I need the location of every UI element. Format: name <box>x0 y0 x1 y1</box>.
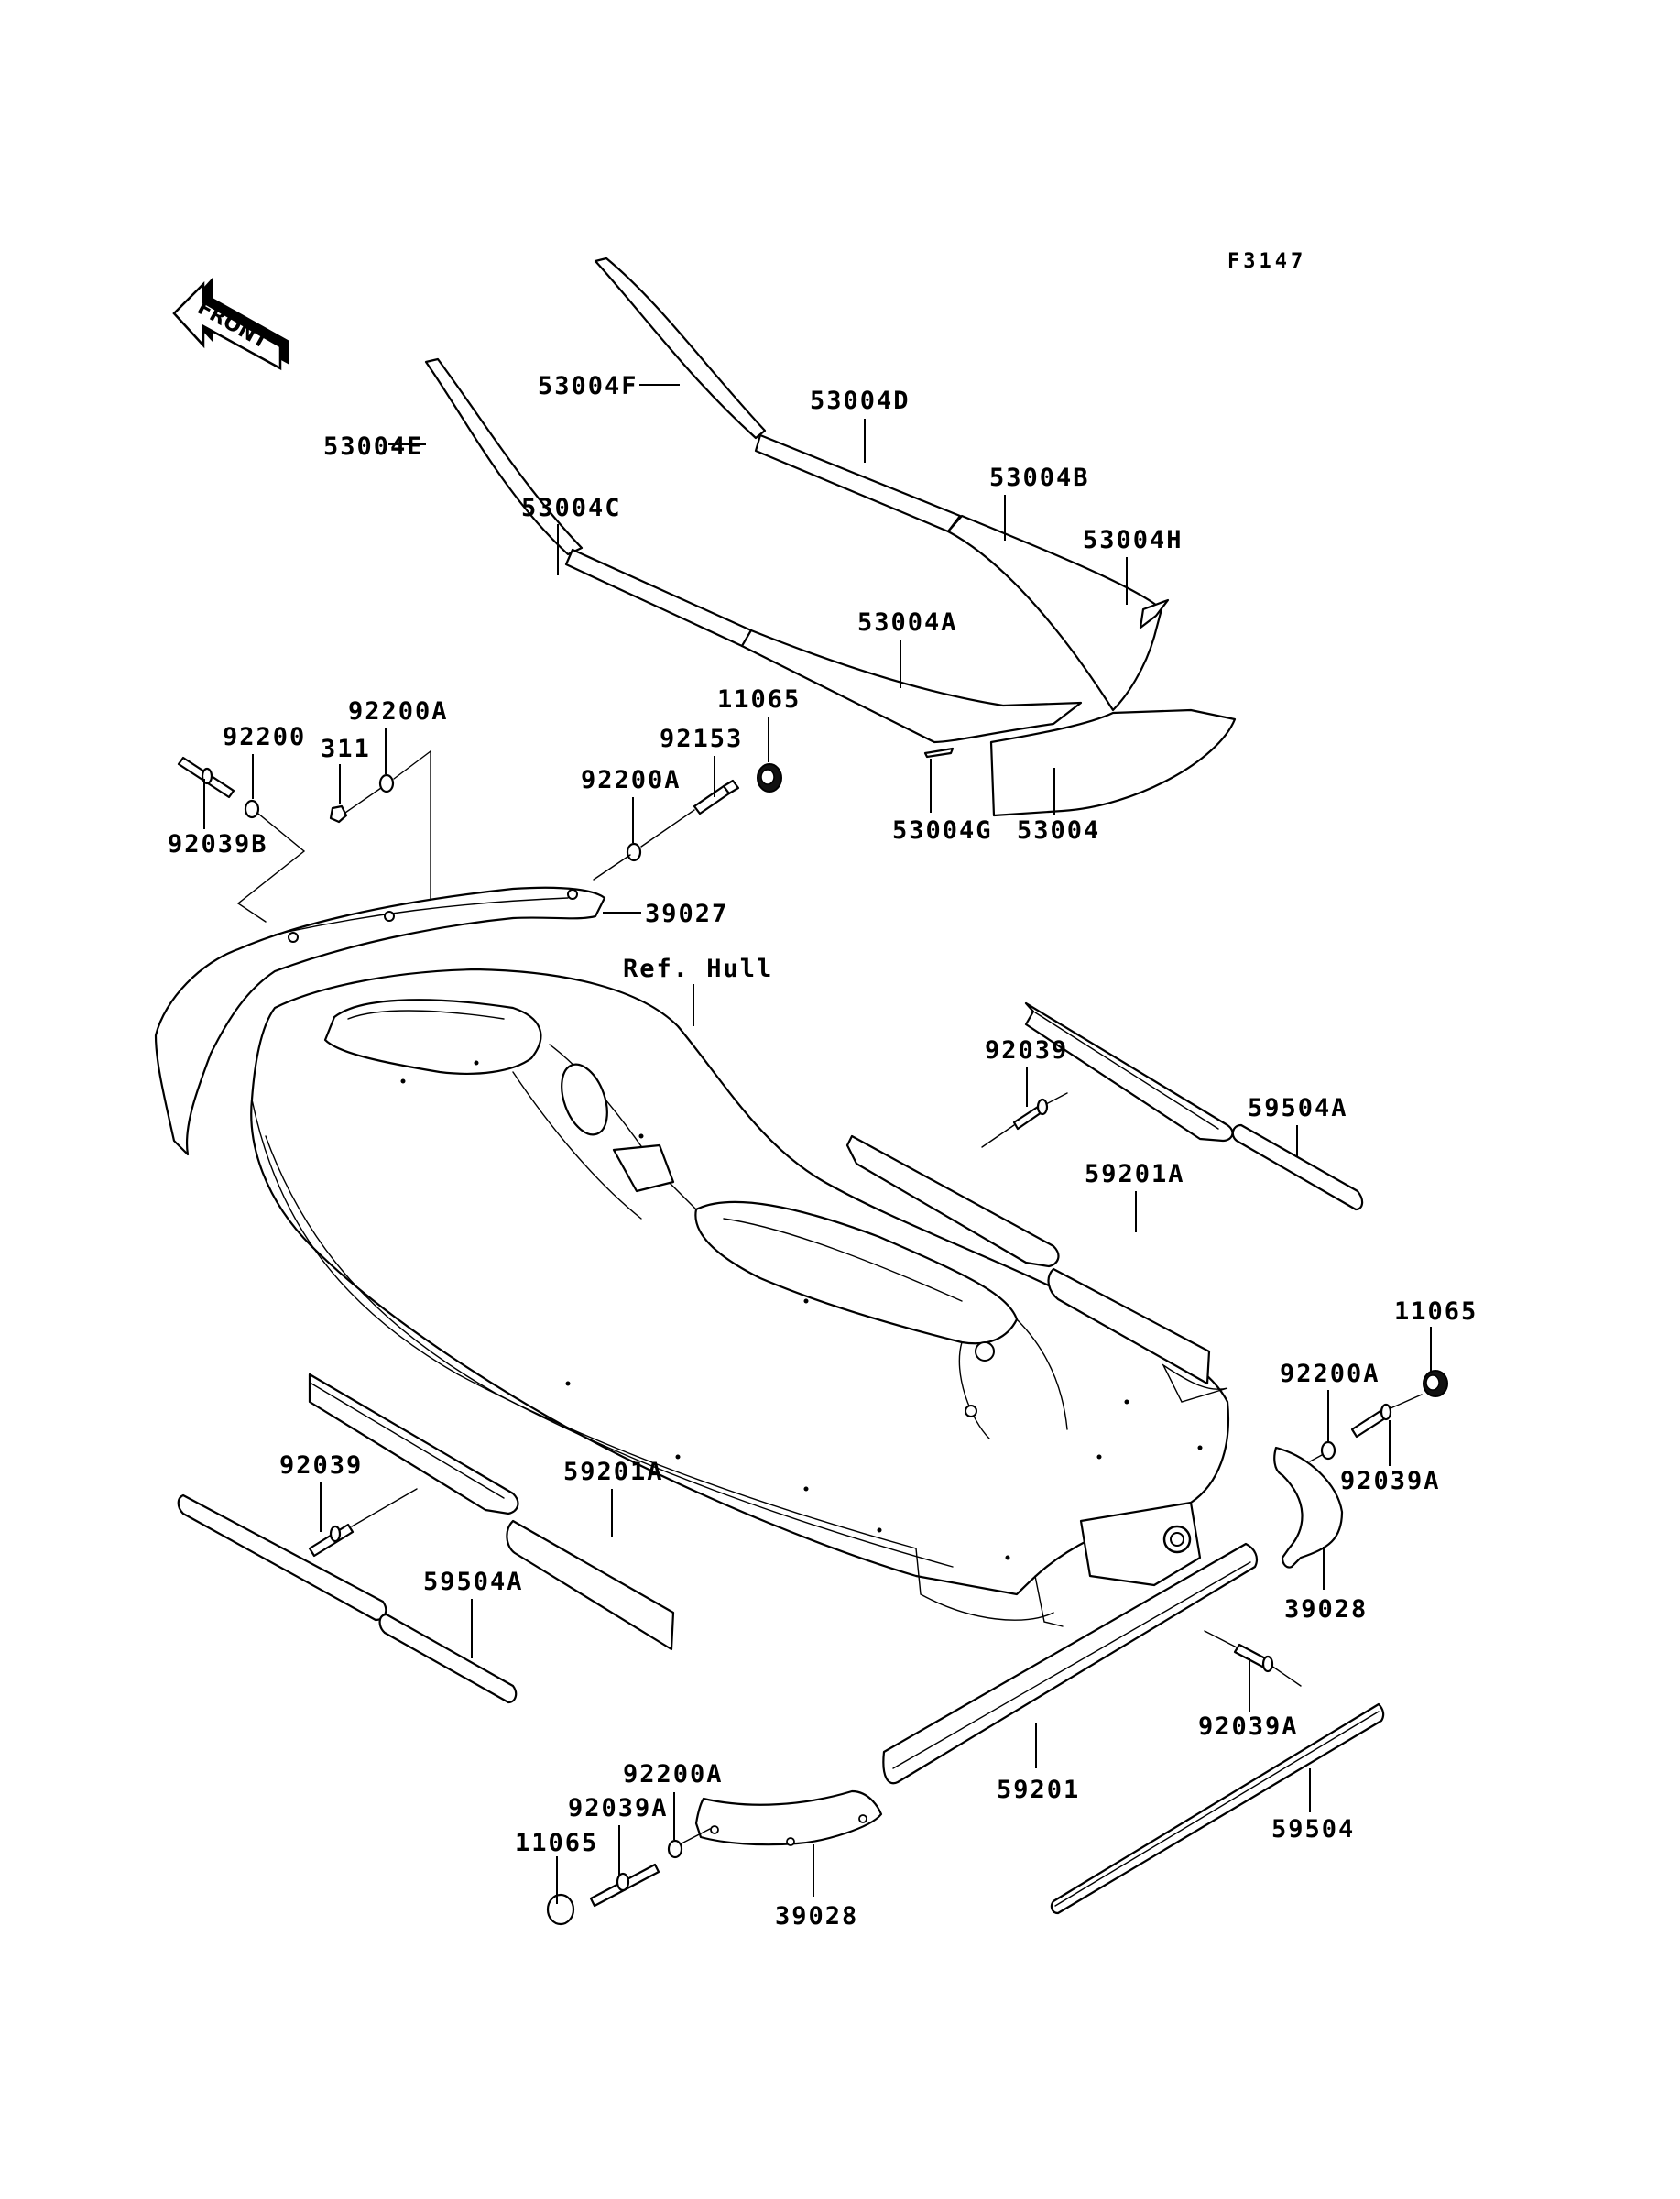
label-59201A-left: 59201A <box>563 1458 664 1486</box>
part-53004H <box>1139 598 1170 629</box>
part-53004D <box>754 433 962 533</box>
label-53004H: 53004H <box>1083 526 1184 554</box>
label-53004B: 53004B <box>989 464 1090 492</box>
label-92200A-mid: 92200A <box>581 766 682 794</box>
label-39028-bottom: 39028 <box>775 1902 858 1931</box>
part-11065-bottom <box>546 1893 575 1926</box>
label-92039A-bottom-left: 92039A <box>568 1794 669 1822</box>
label-59201A-right: 59201A <box>1085 1160 1185 1188</box>
label-92039-left: 92039 <box>279 1451 363 1480</box>
label-92200A-top: 92200A <box>348 697 449 726</box>
label-92153: 92153 <box>660 725 743 753</box>
part-92039A-bottom-left <box>589 1863 660 1908</box>
part-53004E <box>424 357 584 556</box>
label-59504A-left: 59504A <box>423 1568 524 1596</box>
part-92153 <box>693 779 740 815</box>
part-92200A-right <box>1320 1440 1336 1461</box>
part-59504A-left <box>378 1613 518 1704</box>
label-92200A-right: 92200A <box>1280 1360 1380 1388</box>
part-92200A-bottom <box>667 1839 683 1859</box>
part-53004B <box>946 514 1163 712</box>
part-59504A-right <box>1231 1123 1364 1211</box>
part-92039-right <box>981 1092 1068 1148</box>
part-92200 <box>244 799 260 819</box>
label-92039-right: 92039 <box>985 1036 1068 1065</box>
label-59504A-right: 59504A <box>1248 1094 1348 1122</box>
part-59201A-left <box>506 1519 675 1651</box>
label-53004E: 53004E <box>323 432 424 461</box>
part-92039A-right <box>1350 1394 1423 1439</box>
part-92200A-mid <box>626 842 642 862</box>
label-92039A-right: 92039A <box>1340 1467 1441 1495</box>
front-arrow-icon: FRONT <box>172 278 289 371</box>
part-92039-left <box>308 1488 418 1558</box>
seat-cover-parts <box>424 257 1237 817</box>
part-39028-right <box>1273 1446 1344 1569</box>
part-53004C <box>564 548 753 648</box>
part-311 <box>329 804 348 824</box>
label-39028-right: 39028 <box>1284 1595 1368 1624</box>
part-39028-bottom <box>694 1789 883 1846</box>
figure-id: F3147 <box>1227 250 1306 273</box>
part-53004A <box>740 629 1083 744</box>
part-59201A-right <box>1047 1267 1211 1385</box>
part-92039A-bottom <box>1204 1630 1302 1687</box>
label-11065-bottom: 11065 <box>515 1829 598 1857</box>
label-92039B: 92039B <box>168 830 268 859</box>
label-11065-right: 11065 <box>1394 1297 1478 1326</box>
label-11065-top: 11065 <box>717 685 801 714</box>
part-53004F <box>594 257 767 440</box>
part-92200A-top <box>378 773 395 793</box>
label-53004A: 53004A <box>857 608 958 637</box>
label-ref-hull: Ref. Hull <box>623 955 773 983</box>
label-39027: 39027 <box>645 900 728 928</box>
part-rail-mid-right <box>845 1134 1060 1268</box>
label-53004G: 53004G <box>892 816 993 845</box>
label-92200: 92200 <box>223 723 306 751</box>
part-59201 <box>882 1542 1259 1785</box>
label-311: 311 <box>321 735 371 763</box>
part-53004 <box>989 708 1237 817</box>
part-rail-lower-left <box>177 1493 387 1622</box>
label-59201: 59201 <box>997 1776 1080 1804</box>
label-53004: 53004 <box>1017 816 1100 845</box>
part-39027 <box>154 886 606 1156</box>
label-53004C: 53004C <box>521 494 622 522</box>
label-59504: 59504 <box>1271 1815 1355 1843</box>
hull-outline <box>250 968 1229 1627</box>
part-53004G <box>923 747 955 759</box>
label-53004D: 53004D <box>810 387 911 415</box>
label-92200A-bottom: 92200A <box>623 1760 724 1789</box>
label-53004F: 53004F <box>538 372 638 400</box>
label-92039A-bottom: 92039A <box>1198 1712 1299 1741</box>
